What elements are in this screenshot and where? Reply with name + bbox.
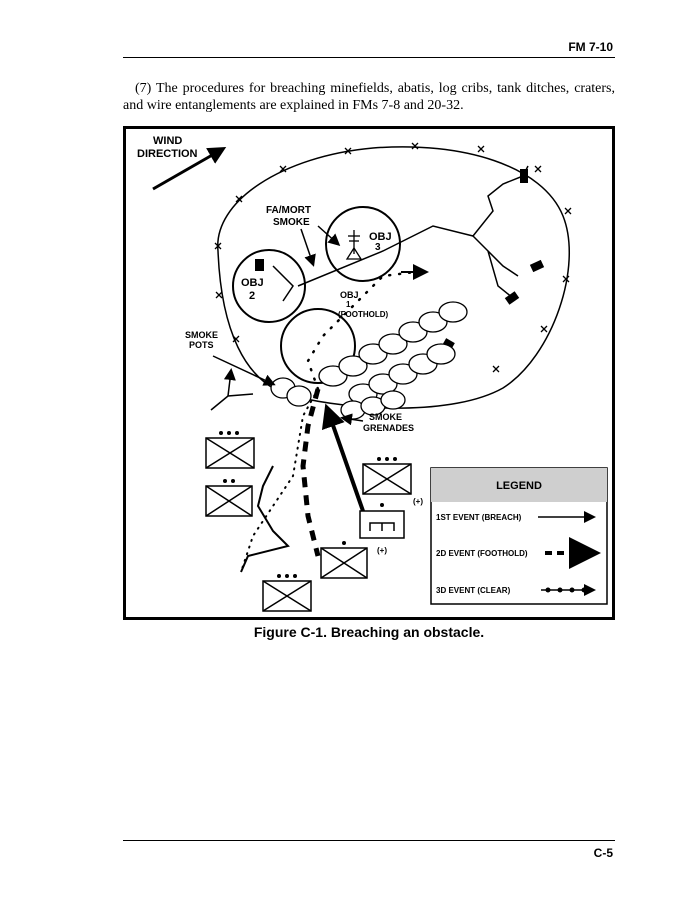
obj1-circle <box>280 308 356 384</box>
bunker <box>504 291 520 305</box>
smoke-grenades-label-1: SMOKE <box>369 412 402 422</box>
obj2-label-2: 2 <box>249 290 255 302</box>
body-paragraph: (7) The procedures for breaching minefie… <box>123 81 615 113</box>
bunker <box>529 259 545 273</box>
plus-label-1: (+) <box>413 497 423 506</box>
obj3-circle <box>325 206 401 282</box>
plus-label-2: (+) <box>377 546 387 555</box>
obj3-label-2: 3 <box>375 242 381 253</box>
figure-c1: WIND DIRECTION FA/MORT SMOKE OBJ 2 OBJ 3 <box>123 126 615 620</box>
legend-item-2: 2D EVENT (FOOTHOLD) <box>436 549 528 558</box>
bunker <box>520 169 528 183</box>
figure-caption: Figure C-1. Breaching an obstacle. <box>253 624 485 640</box>
obj2-circle <box>232 249 306 323</box>
obj1-label-1: OBJ <box>340 290 359 300</box>
obj1-label-2: 1 <box>346 300 351 309</box>
obj1-label-3: (FOOTHOLD) <box>338 310 389 319</box>
footer-rule <box>123 840 615 841</box>
wire-x-marks <box>214 142 572 373</box>
legend-item-3: 3D EVENT (CLEAR) <box>436 586 511 595</box>
legend-header <box>431 468 607 502</box>
manual-code: FM 7-10 <box>568 40 613 54</box>
wind-label-2: DIRECTION <box>137 148 198 160</box>
famort-label-2: SMOKE <box>273 217 310 228</box>
page-number: C-5 <box>593 846 613 860</box>
legend-title: LEGEND <box>496 480 542 492</box>
breaching-diagram: WIND DIRECTION FA/MORT SMOKE OBJ 2 OBJ 3 <box>123 126 615 620</box>
famort-label-1: FA/MORT <box>266 205 311 216</box>
smoke-pots-label-2: POTS <box>189 340 214 350</box>
smoke-grenades-label-2: GRENADES <box>363 423 414 433</box>
unit-symbols <box>205 437 412 612</box>
obj2-label-1: OBJ <box>241 277 264 289</box>
smoke-pots-label-1: SMOKE <box>185 330 218 340</box>
wind-label-1: WIND <box>153 135 182 147</box>
header-rule <box>123 57 615 58</box>
legend: LEGEND 1ST EVENT (BREACH) 2D EVENT (FOOT… <box>430 467 608 605</box>
clear-path <box>306 269 425 391</box>
legend-item-1: 1ST EVENT (BREACH) <box>436 513 522 522</box>
wind-arrow <box>152 147 227 191</box>
figure-border <box>123 126 615 620</box>
smoke-clouds <box>270 301 468 420</box>
foothold-path <box>300 388 321 557</box>
obj3-label-1: OBJ <box>369 231 392 243</box>
breach-arrow <box>321 403 365 512</box>
